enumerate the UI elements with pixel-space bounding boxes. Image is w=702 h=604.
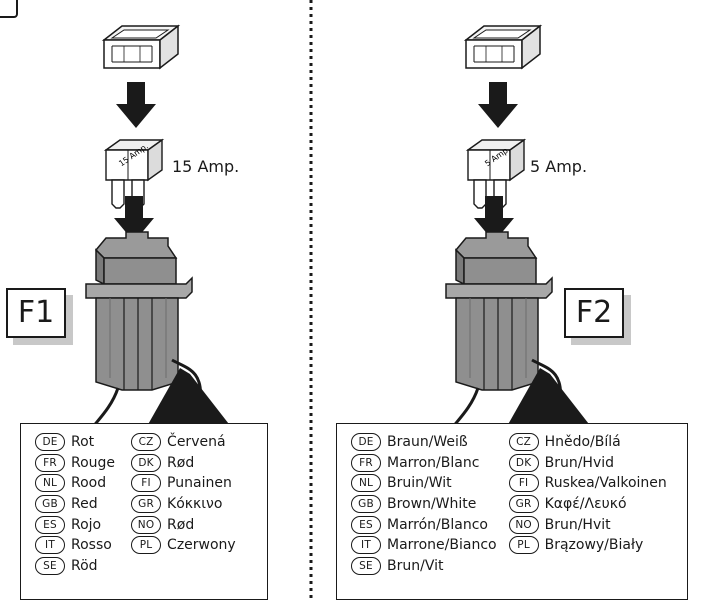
country-code-badge: GB bbox=[35, 495, 65, 514]
color-name: Marron/Blanc bbox=[387, 454, 480, 471]
color-name: Marrón/Blanco bbox=[387, 516, 488, 533]
country-code-badge: NL bbox=[35, 474, 65, 493]
legend-item: SE Röd bbox=[35, 556, 115, 577]
color-name: Ruskea/Valkoinen bbox=[544, 475, 667, 492]
country-code-badge: ES bbox=[351, 515, 381, 534]
legend-item: FI Punainen bbox=[131, 473, 236, 494]
fuse2-amp-label: 5 Amp. bbox=[530, 157, 588, 176]
color-name: Rot bbox=[71, 434, 95, 451]
legend-item: FI Ruskea/Valkoinen bbox=[508, 473, 667, 494]
country-code-badge: GB bbox=[351, 495, 381, 514]
country-code-badge: CZ bbox=[508, 433, 539, 452]
legend-item: ES Marrón/Blanco bbox=[351, 514, 497, 535]
country-code-badge: ES bbox=[35, 515, 65, 534]
color-name: Röd bbox=[71, 557, 98, 574]
color-name: Κόκκινο bbox=[167, 496, 223, 513]
color-name: Brun/Hvit bbox=[544, 516, 611, 533]
fuse1-box-label: F1 bbox=[6, 288, 66, 338]
fuse2-cover bbox=[465, 25, 541, 69]
country-code-badge: DE bbox=[35, 433, 65, 452]
color-name: Brun/Vit bbox=[387, 557, 444, 574]
country-code-badge: NO bbox=[131, 515, 162, 534]
fuse2-blade: 5 Amp. bbox=[467, 139, 525, 209]
legend-item: GR Κόκκινο bbox=[131, 494, 236, 515]
color-name: Červená bbox=[167, 434, 226, 451]
color-name: Braun/Weiß bbox=[387, 434, 468, 451]
legend-item: FR Rouge bbox=[35, 453, 115, 474]
legend-item: DE Braun/Weiß bbox=[351, 432, 497, 453]
country-code-badge: PL bbox=[131, 536, 162, 555]
color-name: Rojo bbox=[71, 516, 102, 533]
legend-item: NO Brun/Hvit bbox=[508, 514, 667, 535]
color-name: Brązowy/Biały bbox=[544, 537, 644, 554]
legend-item: GB Brown/White bbox=[351, 494, 497, 515]
legend-item: NL Bruin/Wit bbox=[351, 473, 497, 494]
country-code-badge: FR bbox=[35, 453, 65, 472]
legend-item: IT Rosso bbox=[35, 535, 115, 556]
color-name: Bruin/Wit bbox=[387, 475, 452, 492]
legend-item: DK Rød bbox=[131, 453, 236, 474]
legend-item: IT Marrone/Bianco bbox=[351, 535, 497, 556]
color-name: Punainen bbox=[167, 475, 232, 492]
color-name: Καφέ/Λευκό bbox=[544, 496, 627, 513]
legend-item: NL Rood bbox=[35, 473, 115, 494]
country-code-badge: NL bbox=[351, 474, 381, 493]
legend-item: GB Red bbox=[35, 494, 115, 515]
legend-item: DE Rot bbox=[35, 432, 115, 453]
fuse1-cover bbox=[103, 25, 179, 69]
corner-frame bbox=[0, 0, 18, 18]
color-name: Rouge bbox=[71, 454, 116, 471]
color-name: Brown/White bbox=[387, 496, 477, 513]
country-code-badge: CZ bbox=[131, 433, 162, 452]
country-code-badge: SE bbox=[351, 556, 381, 575]
legend-item: CZ Červená bbox=[131, 432, 236, 453]
fuse1-amp-label: 15 Amp. bbox=[172, 157, 240, 176]
country-code-badge: IT bbox=[35, 536, 65, 555]
color-name: Czerwony bbox=[167, 537, 236, 554]
legend-item: SE Brun/Vit bbox=[351, 556, 497, 577]
fuse1-blade: 15 Amp. bbox=[105, 139, 163, 209]
country-code-badge: FR bbox=[351, 453, 381, 472]
fuse1-arrow-upper bbox=[116, 82, 156, 128]
legend-item: PL Czerwony bbox=[131, 535, 236, 556]
fuse2-arrow-upper bbox=[478, 82, 518, 128]
country-code-badge: GR bbox=[508, 495, 539, 514]
legend-item: DK Brun/Hvid bbox=[508, 453, 667, 474]
fuse2-box-label: F2 bbox=[564, 288, 624, 338]
country-code-badge: PL bbox=[508, 536, 539, 555]
color-name: Rød bbox=[167, 516, 195, 533]
color-name: Rood bbox=[71, 475, 107, 492]
country-code-badge: DK bbox=[508, 453, 539, 472]
country-code-badge: GR bbox=[131, 495, 162, 514]
country-code-badge: DE bbox=[351, 433, 381, 452]
legend-item: PL Brązowy/Biały bbox=[508, 535, 667, 556]
color-name: Brun/Hvid bbox=[544, 454, 615, 471]
color-name: Marrone/Bianco bbox=[387, 537, 497, 554]
color-name: Rød bbox=[167, 454, 195, 471]
legend-item: NO Rød bbox=[131, 514, 236, 535]
legend-item: CZ Hnědo/Bílá bbox=[508, 432, 667, 453]
fuse1-holder bbox=[85, 231, 193, 391]
legend-item: FR Marron/Blanc bbox=[351, 453, 497, 474]
country-code-badge: SE bbox=[35, 556, 65, 575]
legend-item: ES Rojo bbox=[35, 514, 115, 535]
color-name: Hnědo/Bílá bbox=[544, 434, 621, 451]
country-code-badge: DK bbox=[131, 453, 162, 472]
country-code-badge: FI bbox=[508, 474, 539, 493]
fuse2-holder bbox=[445, 231, 553, 391]
legend-item: GR Καφέ/Λευκό bbox=[508, 494, 667, 515]
country-code-badge: IT bbox=[351, 536, 381, 555]
color-name: Red bbox=[71, 496, 98, 513]
country-code-badge: FI bbox=[131, 474, 162, 493]
color-name: Rosso bbox=[71, 537, 112, 554]
country-code-badge: NO bbox=[508, 515, 539, 534]
